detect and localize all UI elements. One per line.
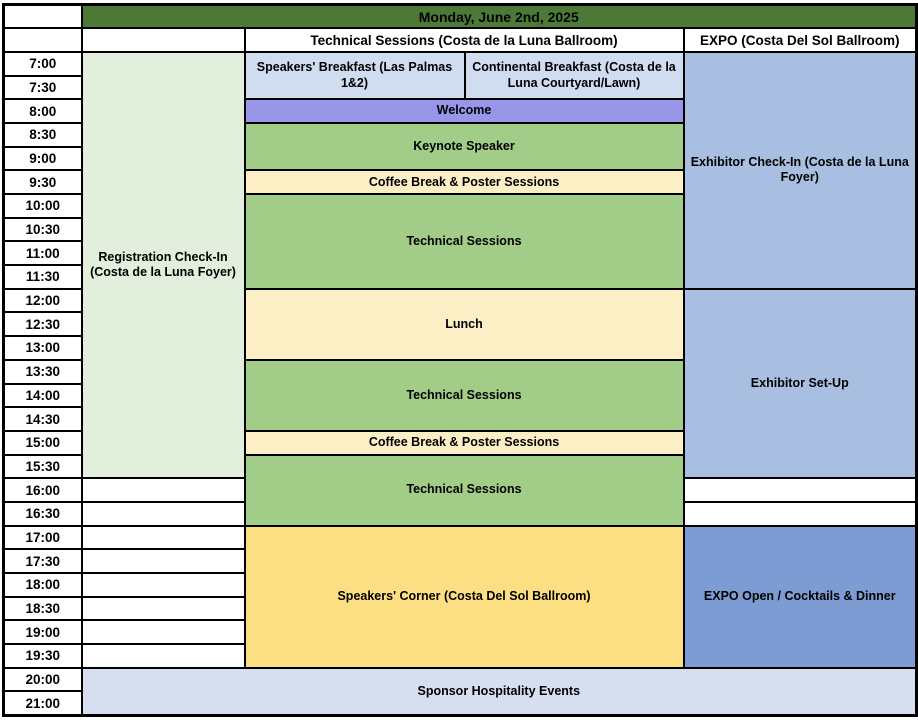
time-cell: 15:00 <box>2 429 83 456</box>
event-registration-checkin: Registration Check-In (Costa de la Luna … <box>80 50 246 480</box>
time-cell: 13:30 <box>2 358 83 385</box>
empty-cell <box>80 500 246 527</box>
time-cell: 17:30 <box>2 548 83 574</box>
event-speakers-breakfast: Speakers' Breakfast (Las Palmas 1&2) <box>243 50 466 101</box>
event-keynote-speaker: Keynote Speaker <box>243 121 685 172</box>
date-header: Monday, June 2nd, 2025 <box>80 3 918 30</box>
time-cell: 20:00 <box>2 666 83 693</box>
event-exhibitor-checkin: Exhibitor Check-In (Costa de la Luna Foy… <box>682 50 918 290</box>
time-cell: 19:00 <box>2 619 83 646</box>
time-cell: 19:30 <box>2 643 83 669</box>
event-sponsor-hospitality: Sponsor Hospitality Events <box>80 666 918 717</box>
time-cell: 10:00 <box>2 193 83 219</box>
empty-cell <box>682 500 918 527</box>
time-cell: 14:00 <box>2 382 83 409</box>
schedule-table: Monday, June 2nd, 2025 Technical Session… <box>2 3 918 717</box>
empty-cell <box>80 548 246 574</box>
event-coffee-break-pm: Coffee Break & Poster Sessions <box>243 429 685 456</box>
time-cell: 8:00 <box>2 98 83 124</box>
time-cell: 9:30 <box>2 169 83 195</box>
empty-cell <box>80 477 246 503</box>
corner-cell <box>2 3 83 30</box>
event-technical-sessions-afternoon: Technical Sessions <box>243 358 685 432</box>
time-cell: 12:00 <box>2 287 83 314</box>
event-technical-sessions-morning: Technical Sessions <box>243 193 685 290</box>
time-cell: 16:00 <box>2 477 83 503</box>
time-cell: 10:30 <box>2 216 83 243</box>
time-cell: 16:30 <box>2 500 83 527</box>
time-cell: 7:00 <box>2 50 83 77</box>
empty-cell <box>80 595 246 622</box>
empty-cell <box>80 643 246 669</box>
event-exhibitor-setup: Exhibitor Set-Up <box>682 287 918 480</box>
empty-cell <box>80 27 246 53</box>
time-cell: 11:00 <box>2 240 83 267</box>
time-cell: 9:00 <box>2 145 83 172</box>
time-cell: 12:30 <box>2 311 83 338</box>
event-expo-open: EXPO Open / Cocktails & Dinner <box>682 524 918 669</box>
time-cell: 7:30 <box>2 74 83 101</box>
empty-cell <box>80 619 246 646</box>
event-speakers-corner: Speakers' Corner (Costa Del Sol Ballroom… <box>243 524 685 669</box>
expo-column-header: EXPO (Costa Del Sol Ballroom) <box>682 27 918 53</box>
empty-cell <box>80 524 246 551</box>
time-cell: 18:00 <box>2 572 83 598</box>
event-welcome: Welcome <box>243 98 685 124</box>
time-cell: 11:30 <box>2 264 83 290</box>
technical-sessions-column-header: Technical Sessions (Costa de la Luna Bal… <box>243 27 685 53</box>
time-cell: 13:00 <box>2 335 83 361</box>
time-cell: 15:30 <box>2 453 83 480</box>
event-lunch: Lunch <box>243 287 685 361</box>
time-cell: 8:30 <box>2 121 83 148</box>
time-cell: 18:30 <box>2 595 83 622</box>
empty-cell <box>2 27 83 53</box>
event-coffee-break-am: Coffee Break & Poster Sessions <box>243 169 685 195</box>
time-cell: 14:30 <box>2 406 83 432</box>
time-cell: 21:00 <box>2 690 83 717</box>
event-continental-breakfast: Continental Breakfast (Costa de la Luna … <box>463 50 685 101</box>
event-technical-sessions-late: Technical Sessions <box>243 453 685 527</box>
time-cell: 17:00 <box>2 524 83 551</box>
empty-cell <box>80 572 246 598</box>
empty-cell <box>682 477 918 503</box>
